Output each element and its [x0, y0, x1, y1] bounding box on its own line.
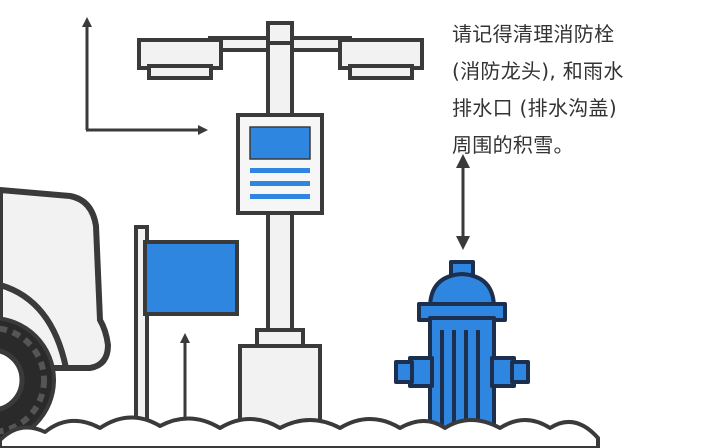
street-lamp-icon: [137, 21, 424, 448]
caption-line-3: 排水口 (排水沟盖): [452, 96, 617, 120]
snow-clearing-caption: 请记得清理消防栓 (消防龙头), 和雨水 排水口 (排水沟盖) 周围的积雪。: [452, 16, 710, 164]
flag-icon: [134, 225, 239, 448]
caption-line-1: 请记得清理消防栓: [452, 22, 615, 46]
double-vertical-arrow-icon: [456, 154, 470, 250]
snowplow-truck-icon: [0, 187, 111, 371]
sign-panel-icon: [236, 113, 324, 215]
snow-drift-icon: [0, 415, 600, 448]
caption-line-2: (消防龙头), 和雨水: [452, 59, 624, 83]
tire-icon: [0, 316, 56, 444]
caption-line-4: 周围的积雪。: [452, 133, 574, 157]
